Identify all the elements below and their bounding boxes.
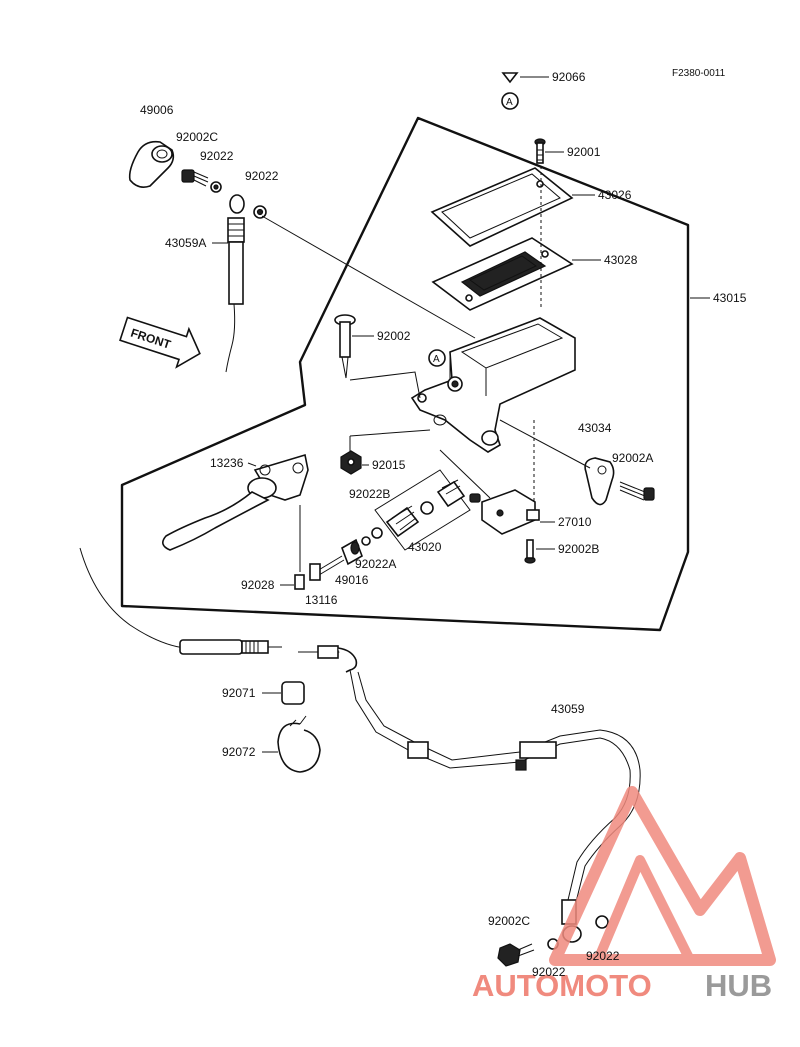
push-rod-13116 [309, 555, 345, 581]
part-label-92022_d: 92022 [586, 949, 620, 963]
clamp-43034 [584, 457, 615, 506]
part-label-13236: 13236 [210, 456, 244, 470]
part-label-92002: 92002 [377, 329, 411, 343]
part-label-43026: 43026 [598, 188, 632, 202]
reservoir-cap-43026 [430, 167, 574, 247]
part-label-43034: 43034 [578, 421, 612, 435]
pivot-bolt-92002 [334, 314, 356, 379]
banjo-bolt-92002C-bottom [497, 943, 535, 967]
part-label-92028: 92028 [241, 578, 275, 592]
figure-code: F2380-0011 [672, 68, 726, 79]
part-label-92022b: 92022B [349, 487, 390, 501]
part-label-92002a: 92002A [612, 451, 653, 465]
nut-92015 [340, 450, 362, 475]
marker-a-body-letter: A [433, 354, 440, 365]
screw-92002B [524, 539, 536, 564]
part-label-43028: 43028 [604, 253, 638, 267]
part-label-43059: 43059 [551, 702, 585, 716]
marker-a-top-letter: A [506, 97, 513, 108]
pin-92028 [294, 574, 305, 590]
marker-a-top [501, 92, 519, 110]
part-label-43015: 43015 [713, 291, 747, 305]
screw-92001 [534, 138, 546, 164]
banjo-bolt-92002C-top [181, 169, 209, 187]
part-label-92022a: 92022A [355, 557, 396, 571]
part-label-92066: 92066 [552, 70, 586, 84]
part-label-92015: 92015 [372, 458, 406, 472]
part-label-92022_c: 92022 [532, 965, 566, 979]
watermark-text-automoto: AUTOMOTO [472, 968, 652, 1003]
washer-92022-d [595, 915, 609, 929]
part-label-49006: 49006 [140, 103, 174, 117]
hose-end-fitting [179, 639, 282, 655]
part-number-labels: 920664900692002C920229202243059A92001430… [140, 70, 747, 979]
clutch-lever-13236 [162, 453, 309, 551]
banjo-fitting-49006 [128, 140, 175, 188]
clamp-92071 [281, 681, 305, 705]
switch-27010 [469, 489, 540, 535]
part-label-92071: 92071 [222, 686, 256, 700]
boot-49016 [341, 538, 363, 566]
part-label-43020: 43020 [408, 540, 442, 554]
circlip-92022A [361, 536, 371, 546]
part-label-49016: 49016 [335, 573, 369, 587]
piston-kit-43020-outline [374, 469, 471, 551]
watermark-logo [549, 786, 776, 966]
leader-line-13236 [247, 462, 257, 467]
part-label-92022_a: 92022 [200, 149, 234, 163]
assembly-group-outline [120, 116, 690, 632]
bolt-92002A [619, 481, 655, 501]
part-label-27010: 27010 [558, 515, 592, 529]
screw-92066 [501, 72, 519, 84]
part-label-92002b: 92002B [558, 542, 599, 556]
hose-43059A [225, 194, 245, 373]
diaphragm-43028 [431, 237, 574, 311]
front-direction-arrow: FRONT [119, 316, 201, 369]
part-label-92002c_top: 92002C [176, 130, 218, 144]
part-label-13116: 13116 [305, 593, 338, 607]
seal-92022B [371, 527, 383, 539]
part-label-92001: 92001 [567, 145, 601, 159]
piston-kit-43020 [385, 479, 466, 538]
clamp-92072 [277, 715, 321, 773]
part-label-92022_b: 92022 [245, 169, 279, 183]
marker-a-body [428, 349, 446, 367]
part-label-92002c_bottom: 92002C [488, 914, 530, 928]
part-label-92072: 92072 [222, 745, 256, 759]
master-cylinder-body [410, 317, 576, 453]
part-label-43059a: 43059A [165, 236, 206, 250]
label-leader-lines [212, 76, 710, 753]
watermark-text-hub: HUB [705, 968, 772, 1003]
